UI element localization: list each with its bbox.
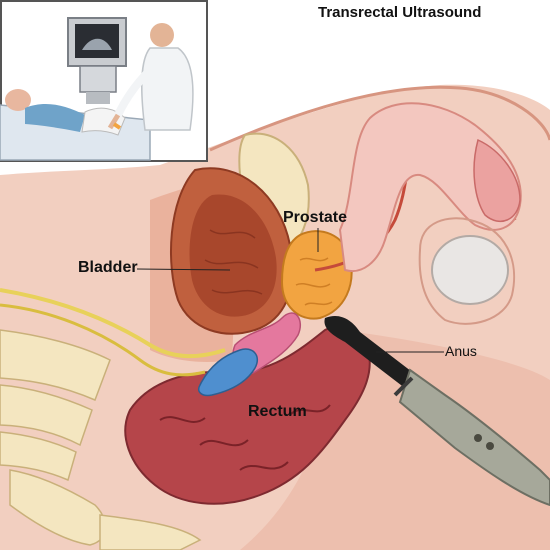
label-prostate: Prostate (283, 209, 348, 226)
sacrum-bones (0, 329, 202, 550)
ultrasound-probe-icon (324, 315, 550, 507)
nerve-bundle-2 (0, 303, 206, 377)
label-rectum: Rectum (248, 403, 307, 420)
penis-glans (473, 138, 521, 222)
body-contour (209, 85, 550, 152)
leader-bladder (136, 268, 231, 271)
doctor-patient-scene-icon (0, 0, 208, 162)
vas-deferens-blue (198, 348, 259, 397)
prostate-lobules (295, 257, 333, 306)
label-bladder: Bladder (78, 259, 138, 276)
label-anus: Anus (445, 343, 477, 359)
thigh-shadow (240, 330, 550, 550)
rectum-folds (159, 404, 331, 471)
testis (431, 235, 509, 305)
bladder-folds (204, 229, 263, 295)
diagram-title: Transrectal Ultrasound (318, 4, 482, 21)
ultrasound-monitor-icon (67, 17, 127, 104)
nerve-bundle (0, 288, 226, 359)
penis (338, 102, 522, 273)
bladder-cavity (189, 194, 277, 317)
scrotum (418, 217, 516, 325)
